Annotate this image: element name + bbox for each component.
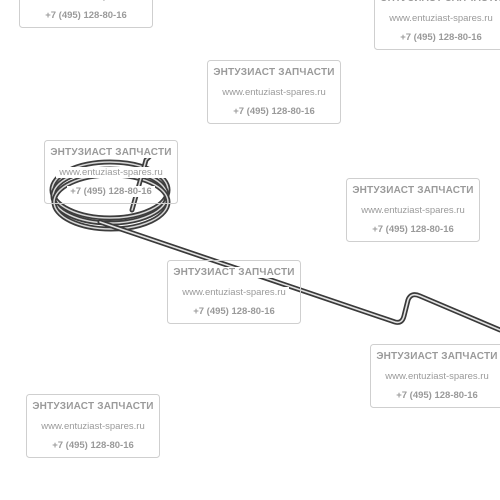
watermark-stamp: ЭНТУЗИАСТ ЗАПЧАСТИ www.entuziast-spares.…: [374, 0, 500, 50]
watermark-website: www.entuziast-spares.ru: [56, 167, 166, 178]
watermark-stamp: ЭНТУЗИАСТ ЗАПЧАСТИ www.entuziast-spares.…: [44, 140, 178, 204]
watermark-website: www.entuziast-spares.ru: [386, 13, 496, 24]
watermark-stamp: ЭНТУЗИАСТ ЗАПЧАСТИ www.entuziast-spares.…: [19, 0, 153, 28]
watermark-company: ЭНТУЗИАСТ ЗАПЧАСТИ: [377, 0, 500, 4]
watermark-stamp: ЭНТУЗИАСТ ЗАПЧАСТИ www.entuziast-spares.…: [207, 60, 341, 124]
watermark-stamp: ЭНТУЗИАСТ ЗАПЧАСТИ www.entuziast-spares.…: [26, 394, 160, 458]
watermark-phone: +7 (495) 128-80-16: [369, 224, 457, 235]
watermark-phone: +7 (495) 128-80-16: [49, 440, 137, 451]
watermark-website: www.entuziast-spares.ru: [358, 205, 468, 216]
watermark-phone: +7 (495) 128-80-16: [67, 186, 155, 197]
watermark-phone: +7 (495) 128-80-16: [42, 10, 130, 21]
watermark-phone: +7 (495) 128-80-16: [393, 390, 481, 401]
watermark-stamp: ЭНТУЗИАСТ ЗАПЧАСТИ www.entuziast-spares.…: [370, 344, 500, 408]
watermark-stamp: ЭНТУЗИАСТ ЗАПЧАСТИ www.entuziast-spares.…: [167, 260, 301, 324]
watermark-company: ЭНТУЗИАСТ ЗАПЧАСТИ: [29, 401, 157, 412]
spring-arm: [97, 219, 500, 333]
watermark-phone: +7 (495) 128-80-16: [230, 106, 318, 117]
watermark-company: ЭНТУЗИАСТ ЗАПЧАСТИ: [210, 67, 338, 78]
watermark-website: www.entuziast-spares.ru: [219, 87, 329, 98]
watermark-website: www.entuziast-spares.ru: [31, 0, 141, 2]
watermark-company: ЭНТУЗИАСТ ЗАПЧАСТИ: [349, 185, 477, 196]
watermark-stamp: ЭНТУЗИАСТ ЗАПЧАСТИ www.entuziast-spares.…: [346, 178, 480, 242]
watermark-phone: +7 (495) 128-80-16: [190, 306, 278, 317]
watermark-company: ЭНТУЗИАСТ ЗАПЧАСТИ: [170, 267, 298, 278]
watermark-company: ЭНТУЗИАСТ ЗАПЧАСТИ: [47, 147, 175, 158]
watermark-company: ЭНТУЗИАСТ ЗАПЧАСТИ: [373, 351, 500, 362]
watermark-website: www.entuziast-spares.ru: [179, 287, 289, 298]
watermark-website: www.entuziast-spares.ru: [38, 421, 148, 432]
watermark-website: www.entuziast-spares.ru: [382, 371, 492, 382]
watermark-phone: +7 (495) 128-80-16: [397, 32, 485, 43]
